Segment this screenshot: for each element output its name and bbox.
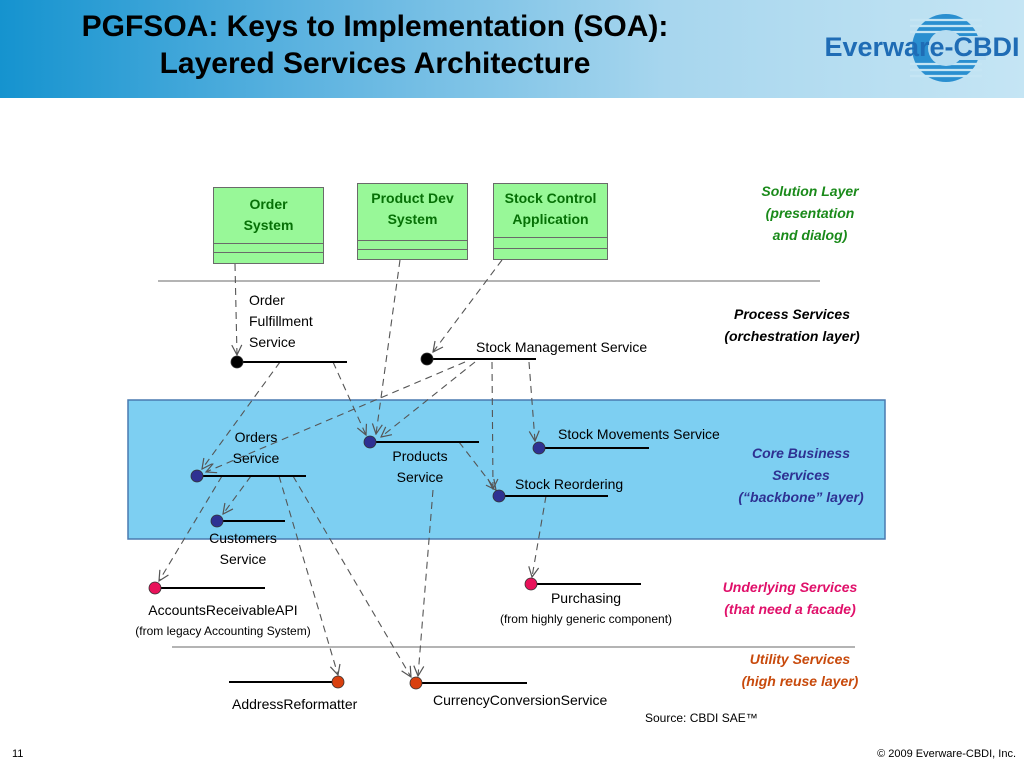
- layer-label-line: Services: [772, 467, 830, 483]
- dependency-arrow-orders-to-accounts-receivable: [159, 475, 223, 581]
- dependency-arrow-orders-to-address-reformatter: [278, 475, 338, 675]
- layer-label-solution: Solution Layer (presentation and dialog): [740, 180, 880, 246]
- layer-label-underlying: Underlying Services (that need a facade): [710, 576, 870, 620]
- dependency-arrow-order-fulfillment-to-orders: [202, 361, 281, 469]
- label-line: Purchasing: [550, 590, 622, 606]
- app-separator: [214, 243, 323, 244]
- dependency-arrow-orders-to-customers: [223, 475, 252, 514]
- layer-label-line: (“backbone” layer): [738, 489, 864, 505]
- app-label-line1: Product Dev: [371, 190, 454, 206]
- copyright: © 2009 Everware-CBDI, Inc.: [877, 748, 1016, 760]
- layer-label-line: Core Business: [751, 445, 851, 461]
- label-line: Service: [219, 551, 267, 567]
- title-line-2: Layered Services Architecture: [159, 47, 591, 80]
- page-number: 11: [12, 748, 24, 760]
- app-label-line2: System: [243, 217, 294, 233]
- layer-label-line: (high reuse layer): [741, 673, 859, 689]
- app-label-line2: System: [387, 211, 438, 227]
- app-label-line1: Order: [249, 196, 288, 212]
- logo-c-emblem-icon: [910, 14, 986, 82]
- label-line: Service: [249, 334, 296, 350]
- label-line: Order: [249, 292, 285, 308]
- layer-label-line: (that need a facade): [724, 601, 856, 617]
- layer-label-line: Solution Layer: [761, 183, 859, 199]
- dependency-arrow-product-dev-system-to-products: [376, 259, 401, 434]
- layer-label-line: Utility Services: [749, 651, 851, 667]
- dependency-arrow-products-to-stock-reordering: [458, 441, 496, 490]
- service-node-stock-reordering[interactable]: [492, 489, 506, 503]
- layer-label-line: Process Services: [734, 306, 850, 322]
- service-node-products[interactable]: [363, 435, 377, 449]
- label-line: Fulfillment: [249, 313, 313, 329]
- service-node-customers[interactable]: [210, 514, 224, 528]
- layer-label-line: and dialog): [772, 227, 848, 243]
- label-stock-management-service: Stock Management Service: [476, 339, 648, 355]
- service-node-order-fulfillment[interactable]: [230, 355, 244, 369]
- dependency-arrow-stock-management-to-products: [381, 361, 476, 437]
- label-purchasing: Purchasing (from highly generic componen…: [486, 588, 686, 630]
- label-line: Customers: [209, 530, 277, 546]
- service-node-orders[interactable]: [190, 469, 204, 483]
- label-order-fulfillment-service: Order Fulfillment Service: [249, 290, 313, 353]
- dependency-arrow-stock-management-to-orders: [206, 361, 466, 472]
- service-node-stock-management[interactable]: [420, 352, 434, 366]
- label-orders-service: Orders Service: [226, 427, 286, 469]
- app-separator: [214, 252, 323, 253]
- source-note: Source: CBDI SAE™: [645, 711, 758, 725]
- app-label-line2: Application: [512, 211, 589, 227]
- service-nodes: [148, 352, 649, 690]
- label-currency-conversion-service: CurrencyConversionService: [433, 692, 608, 708]
- service-node-address-reformatter[interactable]: [331, 675, 345, 689]
- label-products-service: Products Service: [385, 446, 455, 488]
- service-node-purchasing[interactable]: [524, 577, 538, 591]
- dependency-arrow-stock-management-to-stock-reordering: [492, 361, 493, 489]
- slide-title: PGFSOA: Keys to Implementation (SOA): La…: [0, 8, 750, 82]
- dependency-arrow-order-fulfillment-to-products: [332, 361, 366, 435]
- app-separator: [494, 248, 607, 249]
- layer-label-line: (orchestration layer): [724, 328, 860, 344]
- dependency-arrow-stock-reordering-to-purchasing: [532, 495, 547, 577]
- label-stock-reordering: Stock Reordering: [515, 476, 624, 492]
- label-address-reformatter: AddressReformatter: [232, 696, 358, 712]
- app-label-line1: Stock Control: [504, 190, 597, 206]
- everware-cbdi-logo: Everware-CBDI: [824, 14, 1020, 82]
- service-node-stock-movements[interactable]: [532, 441, 546, 455]
- layer-label-line: Underlying Services: [722, 579, 858, 595]
- label-line: Service: [232, 450, 280, 466]
- label-accounts-receivable-api: AccountsReceivableAPI (from legacy Accou…: [118, 600, 328, 642]
- label-subtitle: (from legacy Accounting System): [135, 624, 311, 638]
- app-separator: [494, 237, 607, 238]
- layer-label-utility: Utility Services (high reuse layer): [720, 648, 880, 692]
- label-line: AccountsReceivableAPI: [148, 602, 298, 618]
- slide-header: PGFSOA: Keys to Implementation (SOA): La…: [0, 0, 1024, 98]
- label-customers-service: Customers Service: [203, 528, 283, 570]
- logo-text: Everware-CBDI: [824, 32, 1019, 62]
- label-stock-movements-service: Stock Movements Service: [558, 426, 720, 442]
- dependency-arrows: [159, 259, 547, 677]
- app-separator: [358, 249, 467, 250]
- layer-label-process: Process Services (orchestration layer): [712, 303, 872, 347]
- label-line: Service: [396, 469, 444, 485]
- service-node-accounts-receivable[interactable]: [148, 581, 162, 595]
- layer-label-line: (presentation: [765, 205, 855, 221]
- dependency-arrow-stock-management-to-stock-movements: [528, 361, 535, 441]
- dependency-arrow-order-system-to-order-fulfillment: [235, 263, 237, 355]
- core-business-band: [127, 399, 886, 540]
- title-line-1: PGFSOA: Keys to Implementation (SOA):: [81, 10, 669, 43]
- service-node-currency-conversion[interactable]: [409, 676, 423, 690]
- label-subtitle: (from highly generic component): [499, 612, 673, 626]
- app-separator: [358, 240, 467, 241]
- label-line: Orders: [234, 429, 278, 445]
- layer-label-core: Core Business Services (“backbone” layer…: [716, 442, 886, 508]
- dependency-arrow-orders-to-currency-conversion: [292, 475, 411, 677]
- label-line: Products: [392, 448, 448, 464]
